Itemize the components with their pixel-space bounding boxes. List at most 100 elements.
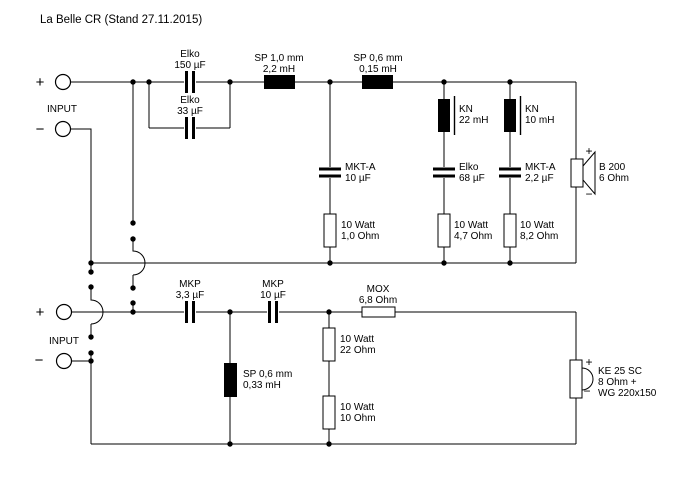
tweeter-symbol	[569, 359, 594, 399]
res-22ohm-symbol	[322, 327, 336, 362]
junction-dot	[227, 309, 233, 315]
tweeter-driver-value2: WG 220x150	[598, 388, 657, 399]
junction-dot	[130, 220, 136, 226]
coil-kn22-value: 22 mH	[459, 115, 488, 126]
woofer-driver-minus: −	[585, 187, 592, 201]
cap-elko150-value: 150 µF	[174, 60, 205, 71]
coil-sp015-name: SP 0,6 mm	[353, 53, 402, 64]
tweeter-driver-minus: −	[583, 384, 590, 398]
resistor-symbols	[322, 213, 517, 430]
coil-sp22-symbol	[264, 75, 295, 89]
junction-dot	[441, 260, 447, 266]
cap-mkp33-value: 3,3 µF	[176, 290, 205, 301]
cap-elko33-value: 33 µF	[177, 106, 203, 117]
junction-dot	[88, 350, 94, 356]
tweeter-input-label: INPUT	[49, 336, 79, 347]
wire-elko33-branch	[148, 82, 231, 129]
res-mox-symbol	[361, 306, 396, 318]
cap-mkp33-name: MKP	[179, 279, 201, 290]
coil-kn10-name: KN	[525, 104, 539, 115]
res-47ohm-name: 10 Watt	[454, 220, 488, 231]
schematic-title: La Belle CR (Stand 27.11.2015)	[40, 14, 202, 26]
cap-mkp33-symbol	[185, 301, 195, 323]
res-mox-value: 6,8 Ohm	[359, 295, 397, 306]
junction-dot	[130, 236, 136, 242]
junction-dot	[327, 260, 333, 266]
res-1ohm-symbol	[323, 213, 337, 248]
cap-elko33-symbol	[185, 117, 195, 139]
coil-symbols	[224, 75, 522, 397]
junction-dot	[130, 285, 136, 291]
woofer-driver-plus: +	[585, 144, 592, 158]
junction-dot	[327, 79, 333, 85]
coil-sp22-name: SP 1,0 mm	[254, 53, 303, 64]
cap-elko68-name: Elko	[459, 162, 479, 173]
wire-minus-link	[90, 263, 104, 444]
junction-dot	[130, 300, 136, 306]
res-22ohm-value: 22 Ohm	[340, 345, 376, 356]
junction-dot	[507, 260, 513, 266]
cap-elko150-name: Elko	[180, 49, 200, 60]
coil-kn22-symbol	[438, 99, 450, 132]
woofer-minus-terminal	[54, 120, 72, 138]
woofer-plus-terminal	[54, 73, 72, 91]
coil-sp015-value: 0,15 mH	[359, 64, 397, 75]
tweeter-minus-terminal	[55, 352, 73, 370]
junction-dots	[88, 79, 513, 447]
junction-dot	[227, 79, 233, 85]
coil-sp033-name: SP 0,6 mm	[243, 369, 292, 380]
tweeter-driver-name: KE 25 SC	[598, 366, 642, 377]
junction-dot	[326, 441, 332, 447]
woofer-driver-name: B 200	[599, 162, 626, 173]
cap-mkp10-symbol	[268, 301, 278, 323]
coil-sp033-symbol	[224, 363, 237, 397]
res-mox-name: MOX	[367, 284, 390, 295]
woofer-symbol	[570, 150, 596, 196]
junction-dot	[88, 334, 94, 340]
res-82ohm-name: 10 Watt	[520, 220, 554, 231]
junction-dot	[88, 269, 94, 275]
wire-plus-link	[132, 82, 146, 312]
cap-mkp10-value: 10 µF	[260, 290, 286, 301]
res-47ohm-value: 4,7 Ohm	[454, 231, 492, 242]
cap-mkt10-name: MKT-A	[345, 162, 376, 173]
input-terminals	[54, 73, 73, 370]
cap-mkt10-symbol	[319, 167, 341, 178]
cap-elko150-symbol	[185, 71, 195, 93]
coil-kn10-value: 10 mH	[525, 115, 554, 126]
junction-dot	[88, 260, 94, 266]
tweeter-minus-sign: −	[35, 352, 44, 369]
coil-kn10-symbol	[504, 99, 516, 132]
coil-kn22-name: KN	[459, 104, 473, 115]
woofer-magnet	[570, 158, 584, 188]
cap-mkp10-name: MKP	[262, 279, 284, 290]
woofer-input-label: INPUT	[47, 104, 77, 115]
res-10ohm-name: 10 Watt	[340, 402, 374, 413]
wires	[71, 81, 577, 445]
junction-dot	[130, 309, 136, 315]
coil-sp033-value: 0,33 mH	[243, 380, 281, 391]
tweeter-dome	[581, 367, 594, 391]
junction-dot	[88, 358, 94, 364]
coil-sp22-value: 2,2 mH	[263, 64, 295, 75]
res-47ohm-symbol	[437, 213, 451, 248]
res-1ohm-name: 10 Watt	[341, 220, 375, 231]
res-1ohm-value: 1,0 Ohm	[341, 231, 379, 242]
res-10ohm-value: 10 Ohm	[340, 413, 376, 424]
coil-sp015-symbol	[362, 75, 393, 89]
res-82ohm-symbol	[503, 213, 517, 248]
junction-dot	[227, 441, 233, 447]
tweeter-plus-sign: +	[36, 304, 45, 321]
junction-dot	[88, 284, 94, 290]
junction-dot	[146, 79, 152, 85]
woofer-plus-sign: +	[36, 74, 45, 91]
wire-top-minus	[71, 128, 92, 263]
cap-elko68-value: 68 µF	[459, 173, 485, 184]
cap-elko68-symbol	[433, 167, 455, 178]
junction-dot	[507, 79, 513, 85]
tweeter-magnet	[569, 359, 583, 399]
woofer-driver-value: 6 Ohm	[599, 173, 629, 184]
cap-mkt22-name: MKT-A	[525, 162, 556, 173]
tweeter-plus-terminal	[55, 303, 73, 321]
